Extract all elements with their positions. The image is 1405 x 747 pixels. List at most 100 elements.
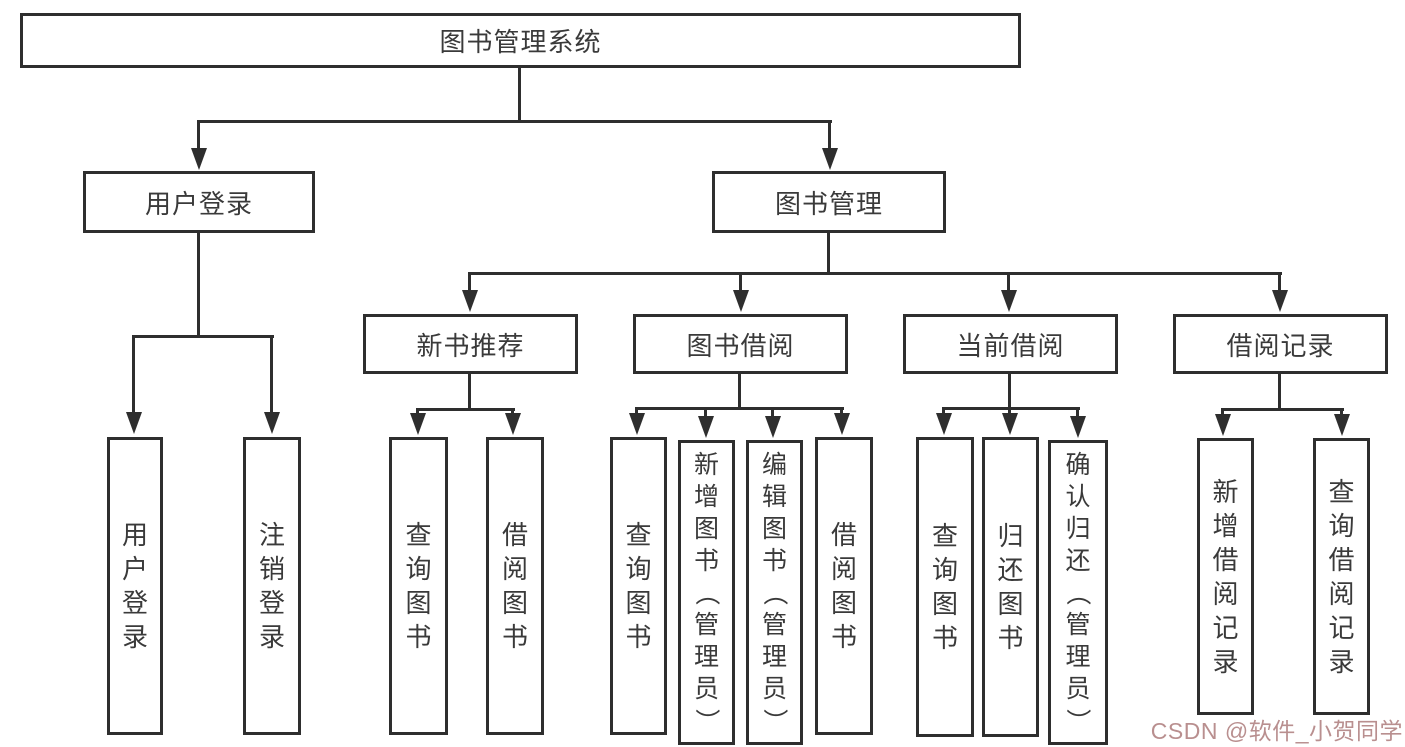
vertical-char: 阅 bbox=[1328, 578, 1355, 609]
vertical-char: 阅 bbox=[830, 554, 857, 584]
vertical-char: 增 bbox=[1212, 510, 1239, 541]
vertical-char: 员 bbox=[693, 674, 719, 703]
vertical-char: 还 bbox=[1065, 546, 1091, 575]
connector-drop bbox=[840, 407, 843, 417]
arrowhead-icon bbox=[462, 290, 478, 312]
vertical-char: 书 bbox=[501, 622, 528, 652]
vertical-char: 管 bbox=[761, 610, 787, 639]
vertical-char: 询 bbox=[931, 555, 958, 585]
connector-drop bbox=[197, 120, 200, 152]
vertical-char: 管 bbox=[1065, 610, 1091, 639]
node-current-borrow: 当前借阅 bbox=[903, 314, 1118, 374]
vertical-char: 图 bbox=[501, 588, 528, 618]
connector-stem bbox=[738, 372, 741, 410]
vertical-char: 户 bbox=[121, 554, 148, 584]
vertical-char: 询 bbox=[1328, 510, 1355, 541]
vertical-char: 认 bbox=[1065, 482, 1091, 511]
vertical-char: 图 bbox=[997, 589, 1024, 619]
arrowhead-icon bbox=[505, 413, 521, 435]
vertical-char: 归 bbox=[997, 521, 1024, 551]
vertical-char: 书 bbox=[830, 622, 857, 652]
arrowhead-icon bbox=[1070, 416, 1086, 438]
arrowhead-icon bbox=[936, 413, 952, 435]
connector-rail bbox=[197, 120, 832, 123]
connector-drop bbox=[1076, 407, 1079, 420]
vertical-char: 辑 bbox=[761, 482, 787, 511]
connector-stem bbox=[827, 231, 830, 275]
connector-drop bbox=[635, 407, 638, 417]
vertical-char: ） bbox=[760, 707, 789, 734]
vertical-char: （ bbox=[692, 579, 721, 606]
vertical-char: 图 bbox=[931, 589, 958, 619]
leaf-confirm-return-admin: 确认归还 （ 管理员 ） bbox=[1048, 440, 1108, 745]
connector-drop bbox=[1221, 408, 1224, 418]
connector-drop bbox=[1278, 272, 1281, 294]
node-borrow-records: 借阅记录 bbox=[1173, 314, 1388, 374]
vertical-char: 新 bbox=[693, 450, 719, 479]
arrowhead-icon bbox=[1001, 290, 1017, 312]
arrowhead-icon bbox=[1002, 413, 1018, 435]
vertical-char: 查 bbox=[1328, 476, 1355, 507]
connector-drop bbox=[132, 335, 135, 416]
arrowhead-icon bbox=[698, 416, 714, 438]
connector-drop bbox=[511, 408, 514, 417]
connector-drop bbox=[416, 408, 419, 417]
leaf-borrow-books-recommend: 借阅图书 bbox=[486, 437, 544, 735]
connector-rail bbox=[635, 407, 844, 410]
vertical-char: 销 bbox=[258, 554, 285, 584]
node-book-borrow: 图书借阅 bbox=[633, 314, 848, 374]
vertical-char: 借 bbox=[1328, 544, 1355, 575]
leaf-query-books-current: 查询图书 bbox=[916, 437, 974, 737]
vertical-char: 归 bbox=[1065, 514, 1091, 543]
vertical-char: 登 bbox=[258, 588, 285, 618]
leaf-user-login: 用户登录 bbox=[107, 437, 163, 735]
arrowhead-icon bbox=[126, 412, 142, 434]
arrowhead-icon bbox=[1272, 290, 1288, 312]
vertical-char: 询 bbox=[405, 554, 432, 584]
vertical-char: 还 bbox=[997, 555, 1024, 585]
vertical-char: 图 bbox=[830, 588, 857, 618]
vertical-char: 录 bbox=[121, 622, 148, 652]
vertical-char: ） bbox=[692, 707, 721, 734]
vertical-char: 理 bbox=[761, 642, 787, 671]
vertical-char: ） bbox=[1063, 707, 1092, 734]
vertical-char: 图 bbox=[761, 514, 787, 543]
vertical-char: 录 bbox=[1328, 646, 1355, 677]
vertical-char: 用 bbox=[121, 520, 148, 550]
vertical-char: 借 bbox=[830, 520, 857, 550]
vertical-char: （ bbox=[1063, 579, 1092, 606]
connector-drop bbox=[771, 407, 774, 420]
vertical-char: 查 bbox=[405, 520, 432, 550]
leaf-query-books-recommend: 查询图书 bbox=[389, 437, 448, 735]
arrowhead-icon bbox=[765, 416, 781, 438]
vertical-char: 新 bbox=[1212, 476, 1239, 507]
vertical-char: 图 bbox=[625, 588, 652, 618]
connector-stem bbox=[1008, 372, 1011, 410]
vertical-char: 员 bbox=[1065, 674, 1091, 703]
node-new-book-recommend: 新书推荐 bbox=[363, 314, 578, 374]
connector-rail bbox=[942, 407, 1080, 410]
vertical-char: 询 bbox=[625, 554, 652, 584]
vertical-char: 书 bbox=[761, 546, 787, 575]
vertical-char: 理 bbox=[1065, 642, 1091, 671]
vertical-char: 确 bbox=[1065, 450, 1091, 479]
arrowhead-icon bbox=[629, 413, 645, 435]
arrowhead-icon bbox=[733, 290, 749, 312]
connector-drop bbox=[942, 407, 945, 417]
leaf-query-borrow-record: 查询借阅记录 bbox=[1313, 438, 1370, 715]
vertical-char: 书 bbox=[405, 622, 432, 652]
arrowhead-icon bbox=[822, 148, 838, 170]
vertical-char: 阅 bbox=[501, 554, 528, 584]
node-library-system: 图书管理系统 bbox=[20, 13, 1021, 68]
arrowhead-icon bbox=[264, 412, 280, 434]
connector-stem bbox=[468, 372, 471, 411]
vertical-char: 查 bbox=[625, 520, 652, 550]
vertical-char: 记 bbox=[1328, 612, 1355, 643]
vertical-char: 查 bbox=[931, 521, 958, 551]
arrowhead-icon bbox=[410, 413, 426, 435]
connector-stem bbox=[1278, 372, 1281, 411]
arrowhead-icon bbox=[191, 148, 207, 170]
leaf-query-books-borrow: 查询图书 bbox=[610, 437, 667, 735]
arrowhead-icon bbox=[834, 413, 850, 435]
leaf-add-borrow-record: 新增借阅记录 bbox=[1197, 438, 1254, 715]
